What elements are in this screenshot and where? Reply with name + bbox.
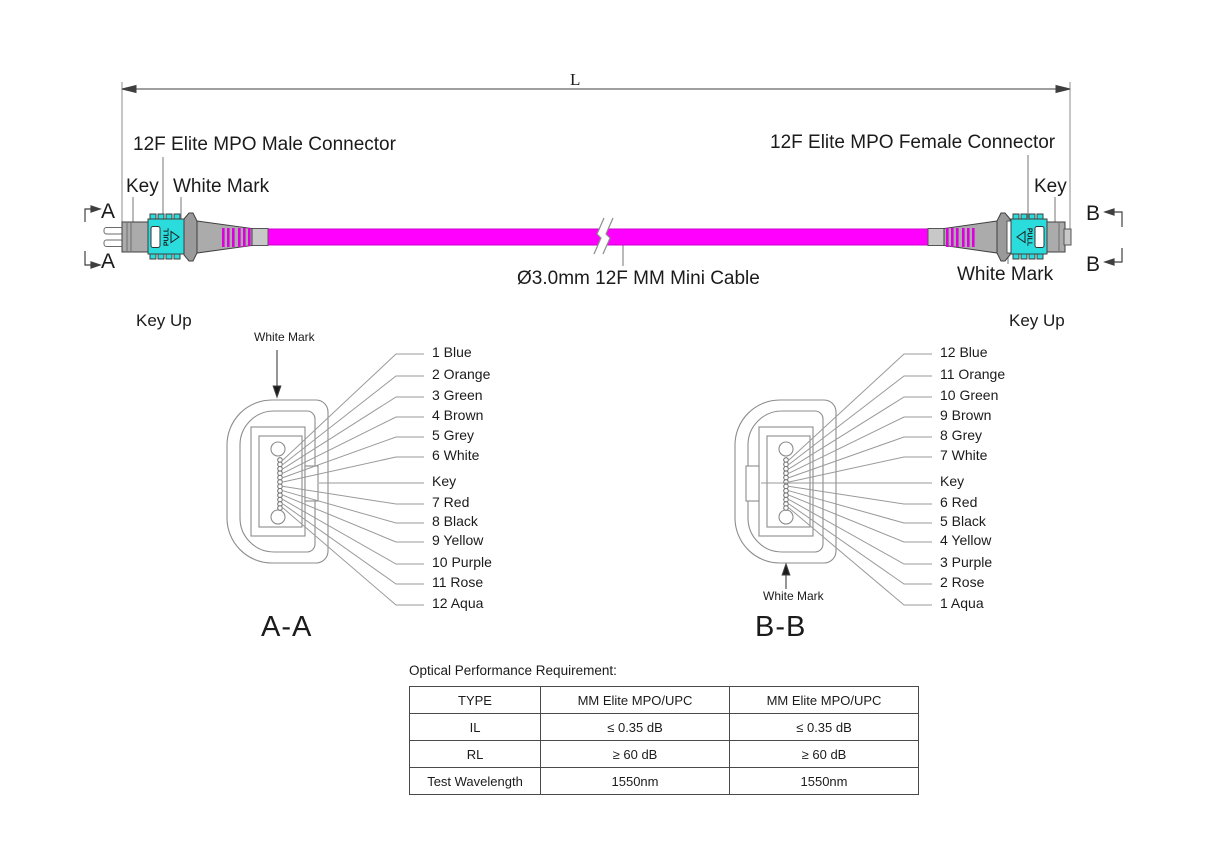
cyan-housing: PULL (1010, 213, 1048, 260)
bb-white-mark-label: White Mark (763, 589, 824, 603)
fiber-label: 3 Purple (940, 554, 993, 570)
fiber-label: 1 Blue (432, 344, 472, 360)
fiber-label: 6 White (432, 447, 480, 463)
fiber-label: 10 Green (940, 387, 999, 403)
fanout-leaders (761, 353, 932, 606)
fiber-label: 9 Brown (940, 407, 992, 423)
fiber-dots (277, 457, 283, 511)
white-mark-arrow (272, 350, 282, 399)
section-marker-a-top (84, 208, 92, 222)
fanout-leaders (282, 353, 424, 606)
table-row: RL ≥ 60 dB ≥ 60 dB (409, 740, 919, 768)
fiber-label: 2 Rose (940, 574, 985, 590)
section-markers (84, 205, 1123, 269)
fiber-label: 7 White (940, 447, 988, 463)
table-cell: ≤ 0.35 dB (540, 713, 730, 741)
fiber-label: 7 Red (432, 494, 470, 510)
female-connector: PULL (927, 212, 1072, 262)
aa-white-mark-label: White Mark (254, 330, 315, 344)
fiber-label: Key (432, 473, 457, 489)
table-cell: ≥ 60 dB (540, 740, 730, 768)
fiber-label: 4 Yellow (940, 532, 992, 548)
section-letter-a-bottom: A (101, 250, 116, 273)
white-mark-band (1006, 220, 1012, 254)
label-leaders (132, 155, 1056, 266)
table-cell: 1550nm (729, 767, 919, 795)
table-row: TYPE MM Elite MPO/UPC MM Elite MPO/UPC (409, 686, 919, 714)
fiber-label: Key (940, 473, 965, 489)
boot-bands (222, 228, 251, 247)
section-marker-a-bottom (84, 251, 92, 266)
key-tab (304, 465, 319, 502)
section-marker-b-top (1113, 211, 1123, 227)
white-mark-arrow (781, 562, 791, 589)
fiber-label: 4 Brown (432, 407, 484, 423)
fiber-label: 3 Green (432, 387, 483, 403)
bb-face (734, 353, 932, 606)
table-title: Optical Performance Requirement: (409, 663, 617, 678)
section-letter-b-top: B (1086, 202, 1101, 225)
section-letter-a-top: A (101, 200, 116, 223)
boot-bands (946, 228, 975, 247)
fiber-label: 6 Red (940, 494, 978, 510)
fiber-label: 2 Orange (432, 366, 491, 382)
table-cell: ≤ 0.35 dB (729, 713, 919, 741)
pull-text: PULL (1026, 228, 1033, 247)
white-mark-label-right: White Mark (957, 264, 1054, 285)
table-cell: MM Elite MPO/UPC (729, 686, 919, 714)
table-cell: RL (409, 740, 541, 768)
female-connector-label: 12F Elite MPO Female Connector (770, 132, 1056, 153)
fiber-label: 11 Orange (940, 366, 1006, 382)
table-row: Test Wavelength 1550nm 1550nm (409, 767, 919, 795)
dimension-line (121, 82, 1071, 242)
fiber-label: 12 Blue (940, 344, 988, 360)
key-up-label-left: Key Up (136, 311, 192, 330)
fiber-label: 8 Black (432, 513, 478, 529)
key-label-right: Key (1034, 176, 1067, 197)
fiber-label: 12 Aqua (432, 595, 484, 611)
fiber-label: 5 Black (940, 513, 986, 529)
cyan-housing: PULL (147, 213, 185, 260)
pull-text: PULL (164, 227, 171, 246)
cable-label: Ø3.0mm 12F MM Mini Cable (517, 268, 760, 289)
key-up-label-right: Key Up (1009, 311, 1065, 330)
bb-section-title: B-B (755, 611, 807, 643)
dimension-label: L (570, 70, 581, 89)
table-cell: IL (409, 713, 541, 741)
section-letter-b-bottom: B (1086, 253, 1101, 276)
fiber-label: 8 Grey (940, 427, 983, 443)
fiber-label: 11 Rose (432, 574, 484, 590)
table-cell: MM Elite MPO/UPC (540, 686, 730, 714)
cable-break-icon (593, 217, 614, 255)
key-tab (745, 465, 760, 502)
section-marker-b-bottom (1113, 248, 1123, 263)
aa-section-title: A-A (261, 611, 313, 643)
table-cell: Test Wavelength (409, 767, 541, 795)
white-mark-label-left: White Mark (173, 176, 270, 197)
fiber-label: 10 Purple (432, 554, 492, 570)
table-cell: TYPE (409, 686, 541, 714)
fiber-dots (783, 457, 789, 511)
fiber-label: 9 Yellow (432, 532, 484, 548)
key-label-left: Key (126, 176, 159, 197)
table-cell: 1550nm (540, 767, 730, 795)
table-cell: ≥ 60 dB (729, 740, 919, 768)
fiber-label: 1 Aqua (940, 595, 984, 611)
optical-performance-table: TYPE MM Elite MPO/UPC MM Elite MPO/UPC I… (409, 686, 919, 795)
table-row: IL ≤ 0.35 dB ≤ 0.35 dB (409, 713, 919, 741)
male-connector-label: 12F Elite MPO Male Connector (133, 134, 396, 155)
male-connector: PULL (103, 212, 269, 262)
fiber-label: 5 Grey (432, 427, 475, 443)
guide-pins (103, 227, 124, 247)
aa-face (226, 350, 424, 606)
